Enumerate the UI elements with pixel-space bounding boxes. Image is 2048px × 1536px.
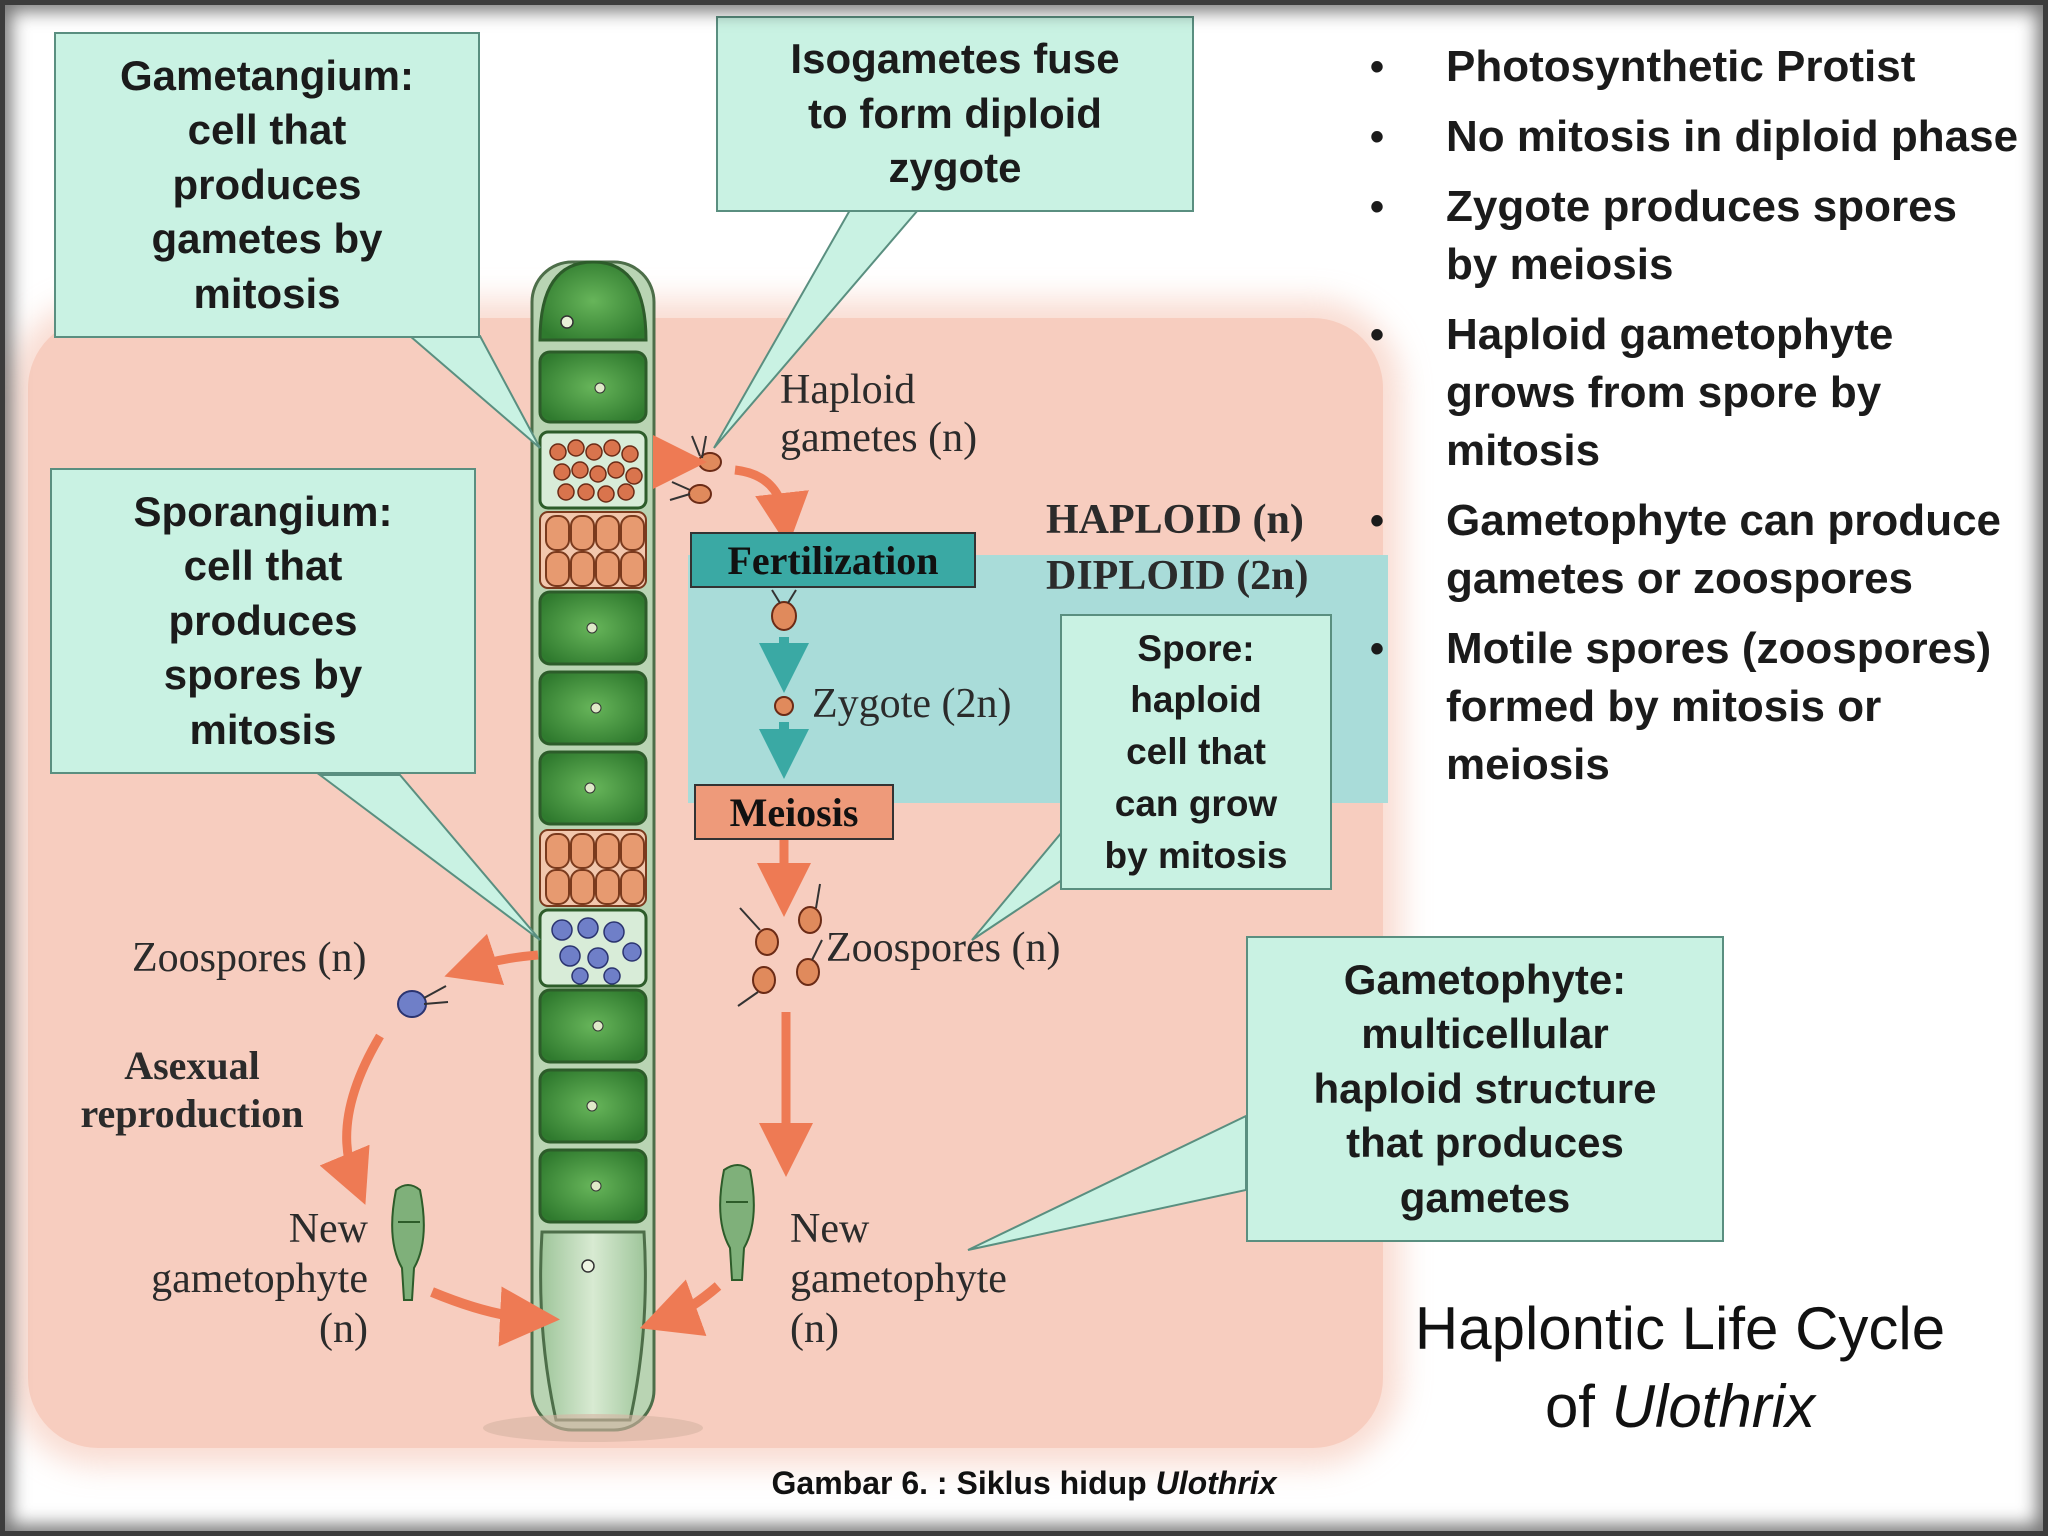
new-gametophyte-right-line-1: New: [790, 1206, 870, 1252]
gametangium-callout-line-5: mitosis: [193, 269, 341, 317]
new-gametophyte-right-line-2: gametophyte: [790, 1256, 1007, 1302]
holdfast-cell: [539, 1230, 647, 1422]
sporangium-callout-line-3: produces: [168, 596, 358, 644]
haploid-gametes-label-line-2: gametes (n): [780, 415, 978, 461]
new-gametophyte-left-line-2: gametophyte: [151, 1256, 368, 1302]
asexual-reproduction-label: Asexual reproduction: [52, 1042, 332, 1138]
grow-to-filament-arrow-left: [430, 1286, 560, 1347]
zoospores-right-label: Zoospores (n): [826, 925, 1061, 971]
title-line-2-prefix: of: [1544, 1373, 1612, 1440]
asexual-label-line-1: Asexual: [124, 1043, 260, 1088]
title-line-1: Haplontic Life Cycle: [1414, 1295, 1946, 1362]
to-fertilization-arrow: [734, 465, 809, 547]
gametophyte-callout-line-5: gametes: [1399, 1173, 1571, 1221]
new-gametophyte-right: [719, 1164, 755, 1281]
spore-callout-line-3: cell that: [1126, 731, 1266, 773]
callout-pointers: [317, 209, 1247, 1251]
gametangium-callout: Gametangium: cell that produces gametes …: [54, 32, 480, 338]
zoospores-left-label: Zoospores (n): [132, 935, 367, 981]
sporangium-cells-orange: [539, 511, 647, 907]
fertilized-gametes: [771, 589, 797, 631]
gametangium-callout-line-3: produces: [172, 160, 362, 208]
sporangium-callout-line-1: Sporangium:: [133, 487, 393, 535]
gametophyte-callout-line-4: that produces: [1346, 1119, 1624, 1167]
sporangium-callout-line-4: spores by: [163, 651, 363, 699]
caption-organism-name: Ulothrix: [1155, 1465, 1277, 1501]
spore-callout: Spore: haploid cell that can grow by mit…: [1060, 614, 1332, 890]
spore-callout-line-2: haploid: [1130, 679, 1262, 721]
haploid-gametes: [669, 435, 722, 504]
new-gametophyte-left: [391, 1184, 425, 1301]
gametangium-callout-line-4: gametes by: [151, 215, 383, 263]
zoospore-release-arrow: [444, 933, 539, 986]
zoosporangium-cell: [538, 908, 648, 988]
gametophyte-callout-line-3: haploid structure: [1313, 1064, 1657, 1112]
zygote-label: Zygote (2n): [812, 681, 1012, 727]
key-points-list: Photosynthetic Protist No mitosis in dip…: [1370, 38, 2020, 806]
meiosis-box: Meiosis: [694, 784, 894, 840]
grow-to-filament-arrow-right: [639, 1279, 722, 1336]
gametophyte-callout: Gametophyte: multicellular haploid struc…: [1246, 936, 1724, 1242]
bullet-haploid-gametophyte: Haploid gametophyte grows from spore by …: [1370, 306, 2020, 480]
fertilization-label: Fertilization: [727, 537, 939, 583]
new-gametophyte-left-label: New gametophyte (n): [88, 1204, 368, 1354]
new-gametophyte-left-line-1: New: [288, 1206, 368, 1252]
bullet-photosynthetic-protist: Photosynthetic Protist: [1370, 38, 2020, 96]
new-gametophyte-right-line-3: (n): [790, 1306, 839, 1352]
spore-callout-line-4: can grow: [1114, 782, 1278, 824]
meiosis-label: Meiosis: [729, 789, 859, 835]
sporangium-callout-line-5: mitosis: [189, 705, 337, 753]
bullet-motile-spores: Motile spores (zoospores) formed by mito…: [1370, 620, 2020, 794]
haploid-gametes-label: Haploid gametes (n): [780, 366, 977, 462]
bullet-gametes-or-zoospores: Gametophyte can produce gametes or zoosp…: [1370, 492, 2020, 608]
ulothrix-filament: [483, 260, 703, 1442]
gametangium-callout-line-1: Gametangium:: [119, 51, 415, 99]
title-organism-name: Ulothrix: [1611, 1373, 1816, 1440]
spore-callout-line-5: by mitosis: [1104, 834, 1288, 876]
asexual-label-line-2: reproduction: [80, 1091, 304, 1136]
zygote-cell: [774, 696, 794, 716]
bullet-zygote-meiosis: Zygote produces spores by meiosis: [1370, 178, 2020, 294]
isogametes-callout: Isogametes fuse to form diploid zygote: [716, 16, 1194, 212]
asexual-reproduction-arrow: [319, 1033, 384, 1205]
vegetative-cells: [538, 350, 648, 1224]
isogametes-callout-line-3: zygote: [888, 144, 1022, 192]
title-line-2: of Ulothrix: [1340, 1368, 2020, 1446]
gametophyte-callout-line-2: multicellular: [1361, 1010, 1609, 1058]
sporangium-callout: Sporangium: cell that produces spores by…: [50, 468, 476, 774]
gametophyte-callout-line-1: Gametophyte:: [1343, 955, 1627, 1003]
fertilization-box: Fertilization: [690, 532, 976, 588]
diagram-title: Haplontic Life Cycle of Ulothrix: [1340, 1290, 2020, 1446]
haploid-phase-label: HAPLOID (n): [1046, 497, 1304, 543]
mitotic-zoospore: [397, 985, 449, 1018]
isogametes-callout-line-1: Isogametes fuse: [790, 35, 1120, 83]
bullet-no-mitosis-diploid: No mitosis in diploid phase: [1370, 108, 2020, 166]
sporangium-callout-line-2: cell that: [183, 542, 343, 590]
diploid-phase-label: DIPLOID (2n): [1046, 553, 1309, 599]
spore-callout-line-1: Spore:: [1137, 627, 1255, 669]
caption-prefix: Gambar 6. : Siklus hidup: [771, 1465, 1156, 1501]
isogametes-callout-line-2: to form diploid: [808, 89, 1102, 137]
gametangium-callout-line-2: cell that: [187, 106, 347, 154]
gametangium-cell: [538, 430, 648, 510]
new-gametophyte-right-label: New gametophyte (n): [790, 1204, 1090, 1354]
meiotic-zoospores: [737, 883, 823, 1007]
haploid-gametes-label-line-1: Haploid: [780, 367, 916, 413]
new-gametophyte-left-line-3: (n): [319, 1306, 368, 1352]
figure-caption: Gambar 6. : Siklus hidup Ulothrix: [0, 1465, 2048, 1502]
